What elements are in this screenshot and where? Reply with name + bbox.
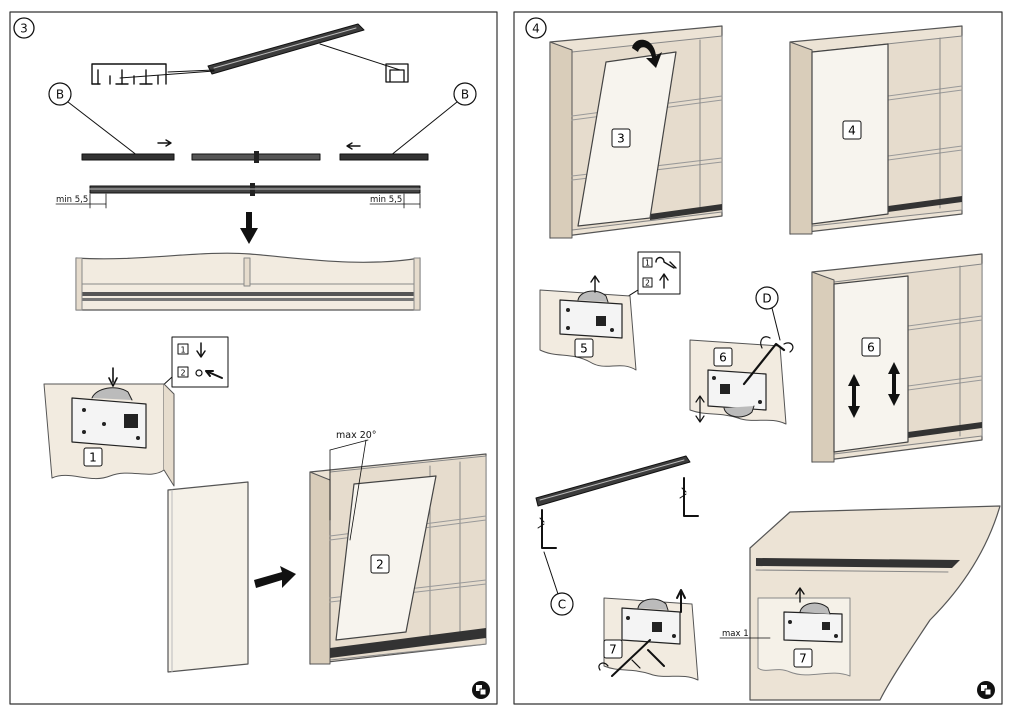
label-box-4: 4 — [842, 120, 862, 140]
plate-7-installed-number: 7 — [799, 652, 807, 666]
sliding-door-panel — [167, 481, 249, 673]
roller-plate-5 — [539, 275, 637, 371]
cabinet-door-number: 2 — [376, 558, 384, 572]
step-3-badge: 3 — [13, 17, 35, 39]
callout-b-right-label: B — [461, 88, 469, 102]
door-tilt-number: 3 — [617, 132, 625, 146]
label-box-1: 1 — [83, 447, 103, 467]
door-corner-with-roller — [43, 367, 175, 487]
callout-d-label: D — [762, 292, 771, 306]
roller-plate-7 — [598, 589, 699, 681]
label-box-7: 7 — [603, 639, 623, 659]
label-box-2: 2 — [370, 554, 390, 574]
label-box-6b: 6 — [861, 337, 881, 357]
step-4-badge: 4 — [525, 17, 547, 39]
instruction-legend-left: 1 2 — [135, 336, 229, 411]
wrench-icon — [655, 256, 677, 269]
callout-b-right: B — [389, 82, 477, 157]
cabinet-door-tilt — [549, 25, 723, 239]
page-corner-icon-right — [977, 681, 995, 699]
callout-c: C — [543, 551, 574, 616]
arrow-down-icon — [240, 212, 258, 244]
plate-5-number: 5 — [580, 342, 588, 356]
lock-icon — [195, 369, 203, 377]
label-box-6: 6 — [713, 347, 733, 367]
measure-min-right: min 5,5 — [370, 195, 402, 205]
callout-d: D — [755, 286, 781, 341]
legend-right-item1: 1 — [645, 259, 650, 268]
door-adjust-number: 6 — [867, 341, 875, 355]
cabinet-left — [309, 439, 487, 665]
cabinet-top-panel — [75, 252, 421, 311]
step-4-number: 4 — [532, 22, 540, 36]
roller-plate-6 — [689, 336, 794, 425]
step-3-number: 3 — [20, 22, 28, 36]
cabinet-door-adjust — [811, 253, 983, 463]
callout-b-left-label: B — [56, 88, 64, 102]
end-stopper — [385, 63, 409, 83]
roller-plate-number: 1 — [89, 451, 97, 465]
door-closed-number: 4 — [848, 124, 856, 138]
assembled-rail — [55, 183, 421, 209]
page-corner-icon — [472, 681, 490, 699]
instruction-legend-right: 1 2 — [605, 251, 681, 311]
label-box-7b: 7 — [793, 648, 813, 668]
vertical-adjust-arrows-icon — [848, 362, 900, 418]
measure-max-gap: max 1 — [722, 629, 749, 639]
measure-min-left: min 5,5 — [56, 195, 88, 205]
rail-segments — [81, 139, 429, 163]
plate-7-number: 7 — [609, 643, 617, 657]
label-box-5: 5 — [574, 338, 594, 358]
cabinet-door-closed — [789, 25, 963, 235]
arrow-right-icon — [254, 566, 296, 588]
measure-max-angle: max 20° — [336, 430, 377, 441]
plate-6-number: 6 — [719, 351, 727, 365]
label-box-3: 3 — [611, 128, 631, 148]
rail-profile-section — [91, 63, 167, 85]
rail-with-keys — [535, 455, 699, 549]
callout-c-label: C — [558, 598, 566, 612]
legend-left-item2: 2 — [180, 369, 185, 378]
legend-left-item1: 1 — [180, 346, 185, 355]
legend-right-item2: 2 — [645, 279, 650, 288]
top-rail — [119, 23, 401, 79]
callout-b-left: B — [48, 82, 139, 157]
